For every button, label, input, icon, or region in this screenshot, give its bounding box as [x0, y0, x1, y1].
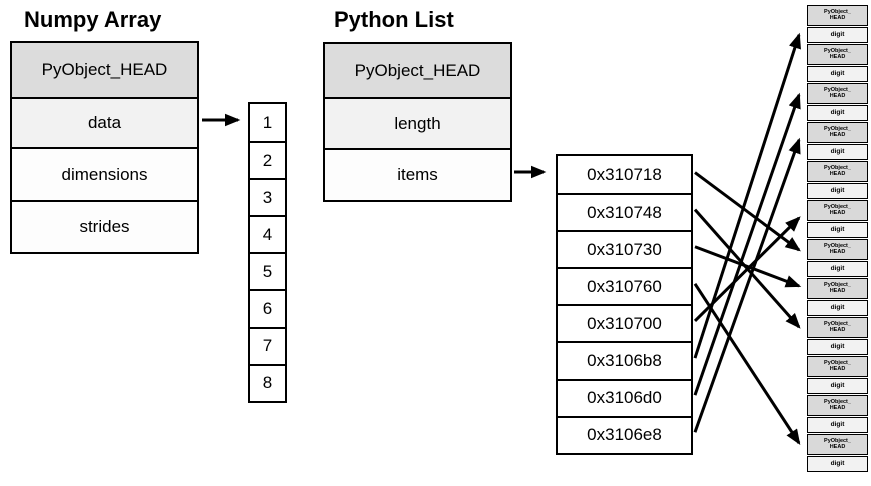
mem-digit-cell: digit [807, 26, 868, 43]
array-value-cell: 4 [250, 215, 285, 253]
mem-object-head: PyObject_HEAD [807, 161, 868, 182]
mem-object-head: PyObject_HEAD [807, 200, 868, 221]
mem-object-head: PyObject_HEAD [807, 44, 868, 65]
arrow-pointer-0x310700 [693, 216, 801, 323]
array-value-cell: 1 [250, 104, 285, 142]
mem-object-head: PyObject_HEAD [807, 278, 868, 299]
mem-digit-cell: digit [807, 143, 868, 160]
pointer-address-0x310760: 0x310760 [558, 267, 691, 305]
mem-digit-cell: digit [807, 104, 868, 121]
array-value-cell: 3 [250, 178, 285, 216]
pointer-address-0x310748: 0x310748 [558, 193, 691, 231]
pointer-address-0x310730: 0x310730 [558, 230, 691, 268]
arrow-pointer-0x3106b8 [693, 32, 801, 359]
array-value-cell: 6 [250, 289, 285, 327]
mem-digit-cell: digit [807, 416, 868, 433]
numpy-row-pyobject-head: PyObject_HEAD [12, 43, 197, 97]
array-value-cell: 2 [250, 141, 285, 179]
mem-digit-cell: digit [807, 182, 868, 199]
array-value-cell: 5 [250, 252, 285, 290]
mem-digit-cell: digit [807, 65, 868, 82]
mem-digit-cell: digit [807, 221, 868, 238]
numpy-row-strides: strides [12, 200, 197, 252]
python-row-items: items [325, 148, 510, 200]
mem-object-head: PyObject_HEAD [807, 395, 868, 416]
mem-object-head: PyObject_HEAD [807, 434, 868, 455]
arrow-pointer-0x310748 [693, 208, 801, 329]
python-list-title: Python List [334, 7, 454, 32]
mem-object-head: PyObject_HEAD [807, 239, 868, 260]
python-row-length: length [325, 97, 510, 148]
mem-digit-cell: digit [807, 260, 868, 277]
mem-object-head: PyObject_HEAD [807, 317, 868, 338]
numpy-row-data: data [12, 97, 197, 147]
numpy-array-title: Numpy Array [24, 7, 162, 32]
mem-digit-cell: digit [807, 455, 868, 472]
pointer-address-0x3106b8: 0x3106b8 [558, 341, 691, 379]
mem-digit-cell: digit [807, 377, 868, 394]
mem-digit-cell: digit [807, 338, 868, 355]
numpy-row-dimensions: dimensions [12, 147, 197, 200]
mem-digit-cell: digit [807, 299, 868, 316]
mem-object-head: PyObject_HEAD [807, 122, 868, 143]
mem-object-head: PyObject_HEAD [807, 83, 868, 104]
pointer-address-0x3106e8: 0x3106e8 [558, 415, 691, 453]
pointer-address-0x3106d0: 0x3106d0 [558, 378, 691, 416]
pointer-address-0x310700: 0x310700 [558, 304, 691, 342]
arrow-pointer-0x310718 [694, 171, 801, 252]
python-row-pyobject-head: PyObject_HEAD [325, 44, 510, 97]
arrow-pointer-0x3106e8 [693, 137, 801, 433]
mem-object-head: PyObject_HEAD [807, 356, 868, 377]
array-value-cell: 7 [250, 326, 285, 364]
arrow-pointer-0x3106d0 [693, 92, 801, 396]
arrow-pointer-0x310760 [693, 283, 801, 446]
array-value-cell: 8 [250, 363, 285, 401]
pointer-address-0x310718: 0x310718 [558, 156, 691, 194]
mem-object-head: PyObject_HEAD [807, 5, 868, 26]
arrow-pointer-0x310730 [694, 245, 802, 288]
